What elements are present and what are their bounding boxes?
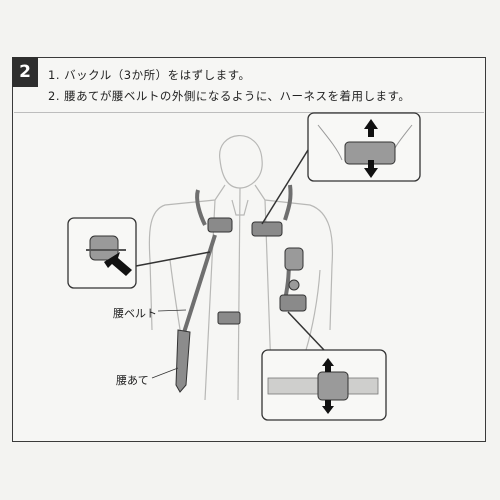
buckle-waist: [217, 294, 307, 325]
inset-chest-buckle: [261, 112, 421, 225]
inset-waist-buckle: [261, 311, 387, 421]
press-up-arrow-icon: [364, 160, 378, 178]
inset-shoulder-buckle: [67, 217, 211, 289]
waist-pad-shape: [175, 329, 191, 393]
instruction-line-1: 1. バックル（3か所）をはずします。: [48, 68, 251, 82]
buckle-left-shoulder: [207, 217, 233, 233]
press-down-arrow-icon: [364, 119, 378, 137]
buckle-right-shoulder: [251, 221, 283, 237]
press-up-arrow-icon-2: [322, 400, 334, 414]
step-number-badge: 2: [12, 57, 38, 87]
person-figure: [148, 135, 334, 401]
hook-component: [284, 247, 304, 291]
label-waist-belt: 腰ベルト: [113, 307, 157, 320]
instruction-line-2: 2. 腰あてが腰ベルトの外側になるように、ハーネスを着用します。: [48, 89, 411, 103]
divider-line: [14, 112, 484, 113]
press-down-arrow-icon-2: [322, 358, 334, 372]
label-waist-pad: 腰あて: [116, 374, 149, 387]
label-leaders: [151, 309, 187, 379]
pointer-arrow-icon: [104, 252, 132, 276]
